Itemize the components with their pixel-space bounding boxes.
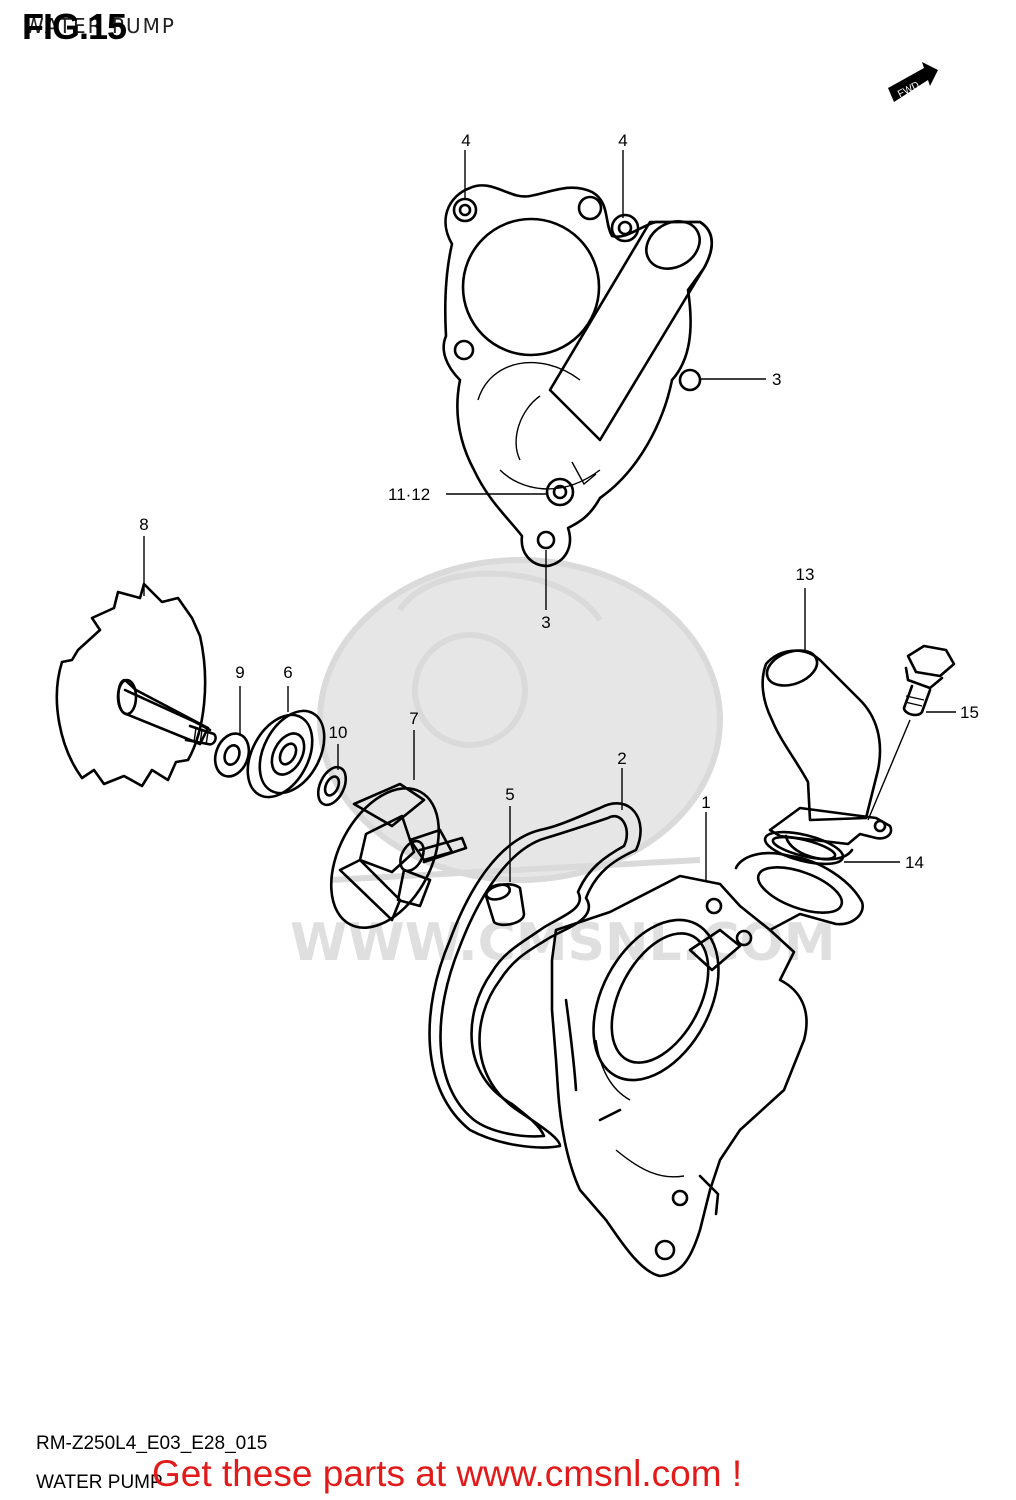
figure-title: WATER PUMP [24, 14, 176, 38]
section-name: WATER PUMP [36, 1472, 163, 1493]
pump-housing-1 [550, 851, 864, 1278]
model-code: RM-Z250L4_E03_E28_015 [36, 1433, 268, 1454]
callout-8: 8 [139, 515, 148, 534]
dowel-5 [484, 883, 526, 927]
watermark-logo: WWW.CMSNL.COM [290, 557, 835, 973]
watermark-text: WWW.CMSNL.COM [290, 913, 835, 973]
callout-labels: 4 4 3 11·12 3 8 9 6 10 7 5 2 1 13 14 15 [139, 131, 979, 872]
callout-4-left: 4 [461, 131, 470, 150]
callout-3-right: 3 [772, 370, 781, 389]
washer-10 [316, 765, 348, 807]
callout-11-12: 11·12 [388, 485, 430, 504]
shaft-gear [55, 582, 217, 788]
callout-6: 6 [283, 663, 292, 682]
leader-lines [143, 150, 956, 882]
callout-1: 1 [701, 793, 710, 812]
o-ring-2 [428, 802, 642, 1149]
bolt-15 [902, 644, 956, 717]
callout-9: 9 [235, 663, 244, 682]
impeller-7 [329, 782, 468, 929]
callout-4-right: 4 [618, 131, 627, 150]
callout-13: 13 [796, 565, 815, 584]
callout-15: 15 [960, 703, 979, 722]
callout-2: 2 [617, 749, 626, 768]
promo-link[interactable]: Get these parts at www.cmsnl.com ! [152, 1453, 743, 1494]
callout-10: 10 [329, 723, 348, 742]
callout-14: 14 [905, 853, 924, 872]
callout-7: 7 [409, 709, 418, 728]
o-ring-14 [763, 830, 845, 866]
fwd-arrow-icon: FWD [888, 62, 938, 102]
figure-label: FIG.15 [22, 6, 127, 47]
callout-5: 5 [505, 785, 514, 804]
pump-cover [442, 184, 714, 568]
seal-6 [246, 709, 326, 799]
hose-elbow-13 [761, 649, 893, 861]
callout-3-bottom: 3 [541, 613, 550, 632]
